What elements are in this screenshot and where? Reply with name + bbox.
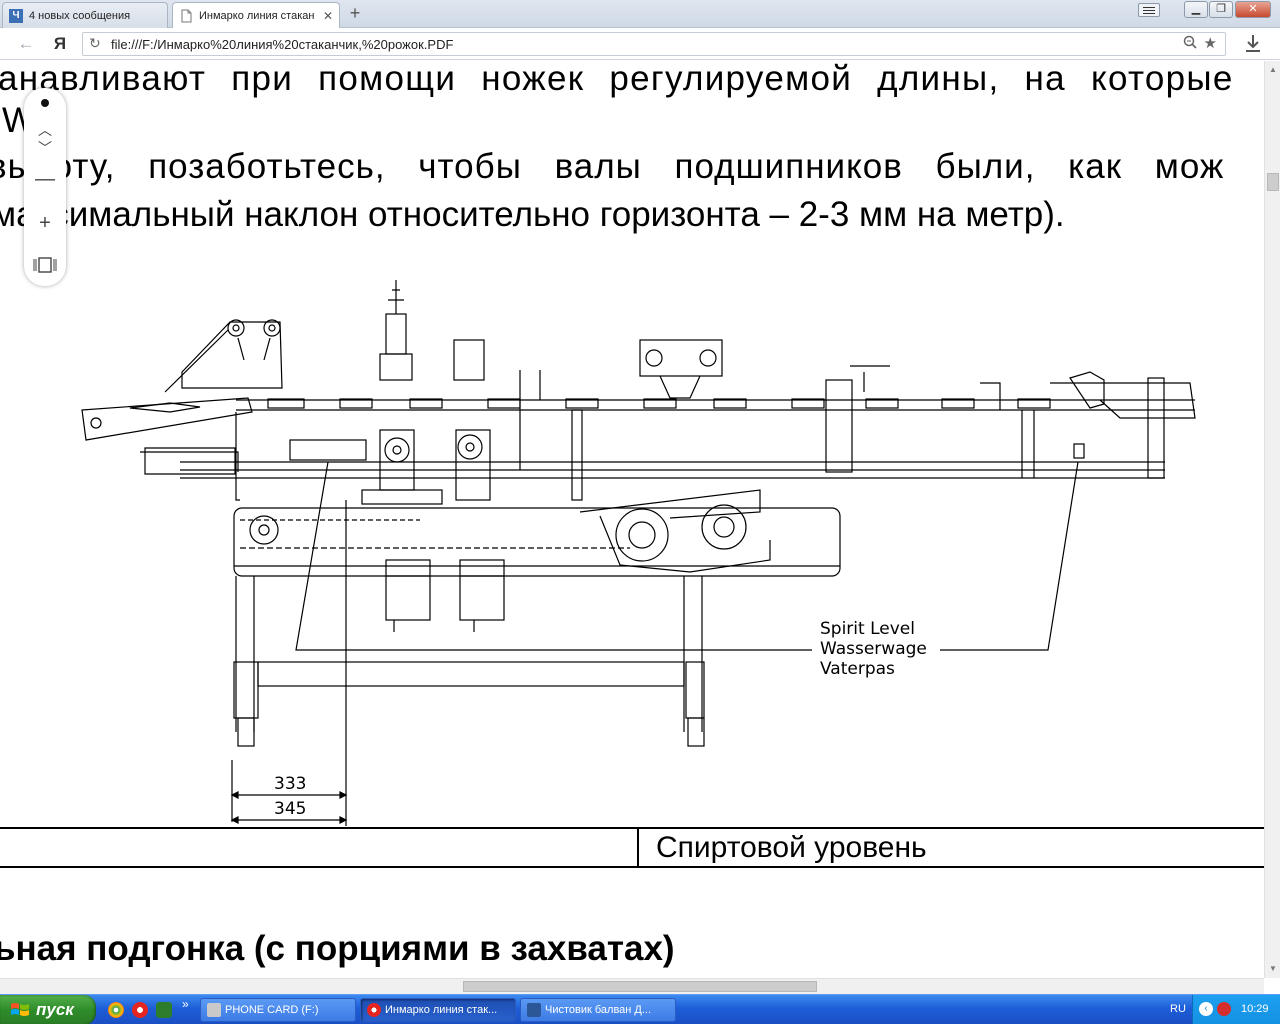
tray-arrow-icon[interactable]: ‹ [1199,1002,1213,1016]
address-bar[interactable]: ↻ file:///F:/Инмарко%20линия%20стаканчик… [82,32,1226,56]
pdf-viewport[interactable]: анавливают при помощи ножек регулируемой… [0,61,1264,978]
zoom-icon[interactable] [1183,35,1197,52]
yandex-logo-button[interactable]: Я [53,34,67,53]
word-doc-icon [527,1003,541,1017]
yandex-quicklaunch-icon[interactable] [132,1002,148,1018]
pdf-zoom-panel: ︿ ﹀ — + [24,88,66,286]
table-caption: Спиртовой уровень [656,831,927,864]
dimension-value: 345 [274,799,306,819]
drive-icon [207,1003,221,1017]
minimize-button[interactable]: ▁ [1184,1,1208,18]
zoom-in-icon[interactable]: + [39,212,51,234]
dimension-value: 333 [274,774,306,794]
yandex-browser-icon [367,1003,381,1017]
tab-label: Инмарко линия стакан [199,10,315,22]
page-up-icon[interactable]: ︿ [38,122,52,138]
new-tab-button[interactable]: + [349,3,361,23]
vertical-scroll-thumb[interactable] [1267,173,1279,191]
clock: 10:29 [1241,1003,1269,1015]
page-indicator-dot [41,99,49,107]
doc-text-line: максимальный наклон относительно горизон… [0,195,1065,234]
horizontal-scrollbar[interactable] [0,978,1264,994]
download-icon[interactable] [1244,33,1262,58]
tab-mail[interactable]: Ч 4 новых сообщения [2,2,168,28]
app-quicklaunch-icon[interactable] [156,1002,172,1018]
windows-flag-icon [11,1003,29,1016]
table-top-border [0,827,1264,829]
section-heading: ьная подгонка (с порциями в захватах) [0,929,675,968]
restore-button[interactable]: ❐ [1209,1,1233,18]
menu-icon[interactable] [1138,3,1160,17]
navigation-toolbar: ← Я ↻ file:///F:/Инмарко%20линия%20стака… [0,28,1280,60]
bookmark-star-icon[interactable]: ★ [1203,35,1217,52]
start-button[interactable]: пуск [0,995,96,1024]
system-tray: ‹ 10:29 [1192,995,1280,1024]
scroll-down-icon[interactable]: ▼ [1269,964,1277,973]
drawing-label: Spirit Level [820,619,915,639]
reload-icon[interactable]: ↻ [89,35,101,51]
horizontal-scroll-thumb[interactable] [463,981,817,992]
tab-label: 4 новых сообщения [29,9,131,22]
page-down-icon[interactable]: ﹀ [38,140,52,156]
task-label: PHONE CARD (F:) [225,1004,319,1016]
task-label: Чистовик балван Д... [545,1004,652,1016]
doc-text-line: высоту, позаботьтесь, чтобы валы подшипн… [0,147,1225,186]
doc-text-line: анавливают при помощи ножек регулируемой… [0,61,1234,98]
windows-taskbar: пуск » PHONE CARD (F:) Инмарко линия ста… [0,994,1280,1024]
fit-page-icon[interactable] [24,256,66,280]
quicklaunch-overflow-icon[interactable]: » [182,997,189,1011]
task-word-document[interactable]: Чистовик балван Д... [520,998,676,1022]
scroll-up-icon[interactable]: ▲ [1269,65,1277,74]
task-yandex-pdf[interactable]: Инмарко линия стак... [360,998,516,1022]
drawing-label: Vaterpas [820,659,895,679]
tab-strip: Ч 4 новых сообщения Инмарко линия стакан… [0,0,1280,29]
antivirus-icon[interactable] [1217,1002,1231,1016]
machine-technical-drawing: Spirit Level Wasserwage Vaterpas 333 345 [81,280,1196,826]
task-label: Инмарко линия стак... [385,1004,498,1016]
drawing-label: Wasserwage [820,639,927,659]
task-phone-card[interactable]: PHONE CARD (F:) [200,998,356,1022]
tab-pdf[interactable]: Инмарко линия стакан ✕ [172,2,340,29]
close-window-button[interactable]: ✕ [1235,1,1271,18]
url-text: file:///F:/Инмарко%20линия%20стаканчик,%… [111,37,454,52]
table-divider [637,827,639,868]
mail-app-icon: Ч [9,8,23,23]
language-indicator[interactable]: RU [1170,1003,1186,1015]
back-icon[interactable]: ← [17,34,35,53]
vertical-scrollbar[interactable]: ▲ ▼ [1264,61,1280,978]
table-bottom-border [0,866,1264,868]
tab-close-icon[interactable]: ✕ [322,9,333,23]
chrome-quicklaunch-icon[interactable] [108,1002,124,1018]
start-label: пуск [36,1000,74,1019]
zoom-out-icon[interactable]: — [35,168,55,190]
tab-doc-icon [179,9,193,23]
